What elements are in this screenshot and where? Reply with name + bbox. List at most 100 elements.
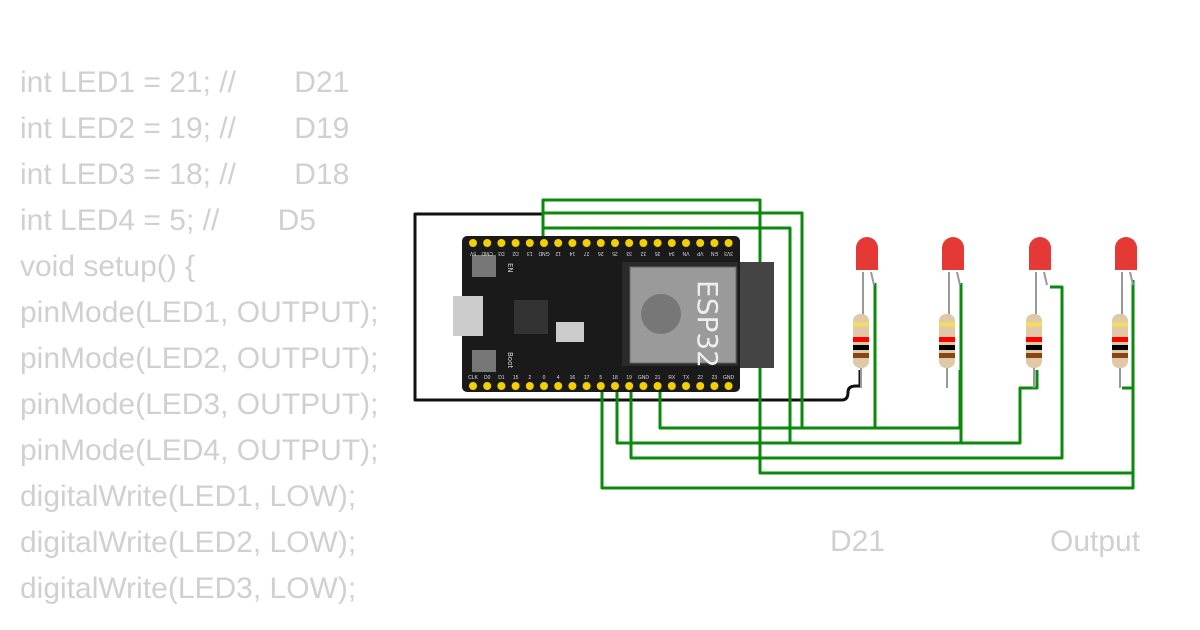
pin-top[interactable] <box>511 239 520 247</box>
resistor-band <box>939 345 955 350</box>
code-line: void setup() { <box>20 250 196 283</box>
pin-top[interactable] <box>469 239 477 247</box>
pin-label: D3 <box>498 250 505 256</box>
led-red[interactable] <box>856 237 878 270</box>
pin-label: D0 <box>484 375 491 381</box>
resistor-band <box>1112 322 1128 327</box>
pin-bottom[interactable] <box>582 382 591 390</box>
wire-gnd <box>413 212 862 402</box>
pin-label: 2 <box>528 375 531 381</box>
en-label: EN <box>506 263 514 273</box>
pin-bottom[interactable] <box>682 382 690 390</box>
code-line: digitalWrite(LED2, LOW); <box>20 526 357 559</box>
pin-bottom[interactable] <box>596 382 605 390</box>
pin-top[interactable] <box>582 239 591 247</box>
pin-top[interactable] <box>483 239 492 247</box>
pin-bottom[interactable] <box>483 382 492 390</box>
pin-bottom[interactable] <box>724 382 733 390</box>
pin-label: 15 <box>513 375 519 381</box>
wire <box>658 283 877 430</box>
pin-label: 16 <box>570 375 576 381</box>
pin-top[interactable] <box>540 239 548 247</box>
pin-label: 0 <box>543 375 546 381</box>
pin-label: VN <box>682 250 689 256</box>
pin-bottom[interactable] <box>554 382 563 390</box>
code-line: int LED2 = 19; // D19 <box>20 112 350 145</box>
wire <box>615 283 963 445</box>
pin-top[interactable] <box>568 239 577 247</box>
pin-label: 5V <box>469 250 476 256</box>
en-button[interactable] <box>472 255 496 277</box>
label-output: Output <box>1050 525 1141 558</box>
pin-top[interactable] <box>525 239 534 247</box>
pin-label: 21 <box>655 375 661 381</box>
pin-label: GND <box>638 375 650 381</box>
wire <box>600 385 1135 490</box>
pin-label: EN <box>711 250 718 256</box>
resistor-band <box>853 353 869 358</box>
pin-bottom[interactable] <box>511 382 520 390</box>
pin-label: D2 <box>512 250 519 256</box>
pin-top[interactable] <box>696 239 705 247</box>
pin-top[interactable] <box>724 239 733 247</box>
pin-label: 25 <box>612 250 618 256</box>
code-line: pinMode(LED1, OUTPUT); <box>20 296 379 329</box>
led-red[interactable] <box>1029 237 1051 270</box>
pin-top[interactable] <box>653 239 662 247</box>
led-red[interactable] <box>1115 237 1137 270</box>
boot-button[interactable] <box>472 350 496 372</box>
pin-bottom[interactable] <box>497 382 506 390</box>
pin-top[interactable] <box>611 239 619 247</box>
pin-bottom[interactable] <box>469 382 477 390</box>
code-line: pinMode(LED2, OUTPUT); <box>20 342 379 375</box>
esp32-board[interactable]: ESP32 EN Boot 5VCLKCMDD0D3D1D215132GND01… <box>453 236 774 392</box>
pin-bottom[interactable] <box>525 382 534 390</box>
pin-top[interactable] <box>682 239 690 247</box>
pin-label: 32 <box>640 250 646 256</box>
pin-label: GND <box>723 375 735 381</box>
pin-label: 18 <box>612 375 618 381</box>
pin-bottom[interactable] <box>625 382 634 390</box>
pin-bottom[interactable] <box>611 382 619 390</box>
pin-label: 13 <box>527 250 533 256</box>
pin-top[interactable] <box>554 239 563 247</box>
pin-bottom[interactable] <box>540 382 548 390</box>
pin-bottom[interactable] <box>696 382 705 390</box>
pin-bottom[interactable] <box>667 382 676 390</box>
pin-label: RX <box>668 375 676 381</box>
resistor-band <box>939 337 955 342</box>
pin-top[interactable] <box>596 239 605 247</box>
pin-top[interactable] <box>710 239 719 247</box>
resistor-band <box>853 337 869 342</box>
resistor-band <box>1112 337 1128 342</box>
pin-label: 3V3 <box>724 250 733 256</box>
pin-top[interactable] <box>497 239 506 247</box>
pin-label: 34 <box>669 250 675 256</box>
pin-bottom[interactable] <box>639 382 648 390</box>
pin-label: 35 <box>655 250 661 256</box>
led-red[interactable] <box>942 237 964 270</box>
pin-label: 17 <box>584 375 590 381</box>
boot-label: Boot <box>506 352 514 368</box>
wire <box>629 285 1064 460</box>
code-line: int LED4 = 5; // D5 <box>20 204 316 237</box>
pin-bottom[interactable] <box>568 382 577 390</box>
resistor-band <box>939 322 955 327</box>
code-line: pinMode(LED4, OUTPUT); <box>20 434 379 467</box>
resistor-band <box>939 353 955 358</box>
resistor-band <box>1112 345 1128 350</box>
pin-label: TX <box>683 375 690 381</box>
pin-bottom[interactable] <box>653 382 662 390</box>
resistor-band <box>1026 345 1042 350</box>
pin-label: 14 <box>569 250 575 256</box>
pin-top[interactable] <box>625 239 634 247</box>
pin-label: 5 <box>599 375 602 381</box>
pin-top[interactable] <box>639 239 648 247</box>
pin-top[interactable] <box>667 239 676 247</box>
code-line: digitalWrite(LED1, LOW); <box>20 480 357 513</box>
pin-bottom[interactable] <box>710 382 719 390</box>
code-line: pinMode(LED3, OUTPUT); <box>20 388 379 421</box>
pin-label: 27 <box>584 250 590 256</box>
